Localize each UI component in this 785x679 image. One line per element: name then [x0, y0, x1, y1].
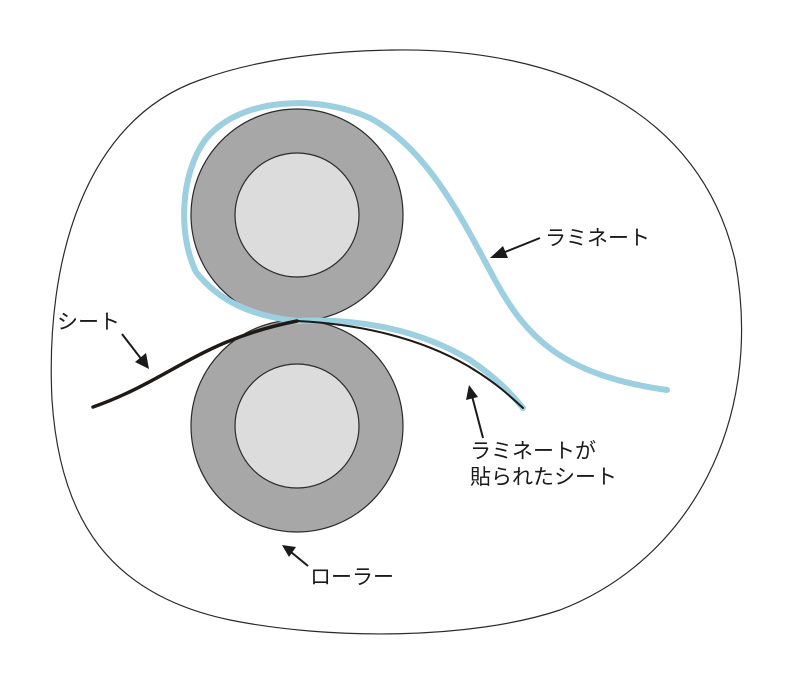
- label-sheet: シート: [57, 310, 120, 334]
- arrow-laminated-sheet: [466, 385, 484, 439]
- label-laminate: ラミネート: [545, 226, 650, 250]
- top-roller: [190, 108, 404, 322]
- label-roller: ローラー: [310, 565, 394, 589]
- arrow-sheet: [121, 333, 149, 369]
- top-roller-core: [234, 152, 360, 278]
- bottom-roller: [190, 319, 404, 533]
- arrow-laminate: [490, 237, 541, 258]
- laminated-sheet: [296, 320, 524, 409]
- label-laminated-sheet-line1: ラミネートが: [470, 439, 596, 463]
- arrow-roller: [282, 545, 309, 567]
- label-laminated-sheet-line2: 貼られたシート: [470, 465, 617, 489]
- bottom-roller-core: [234, 363, 360, 489]
- sheet: [91, 319, 299, 409]
- laminate-film: [181, 100, 670, 411]
